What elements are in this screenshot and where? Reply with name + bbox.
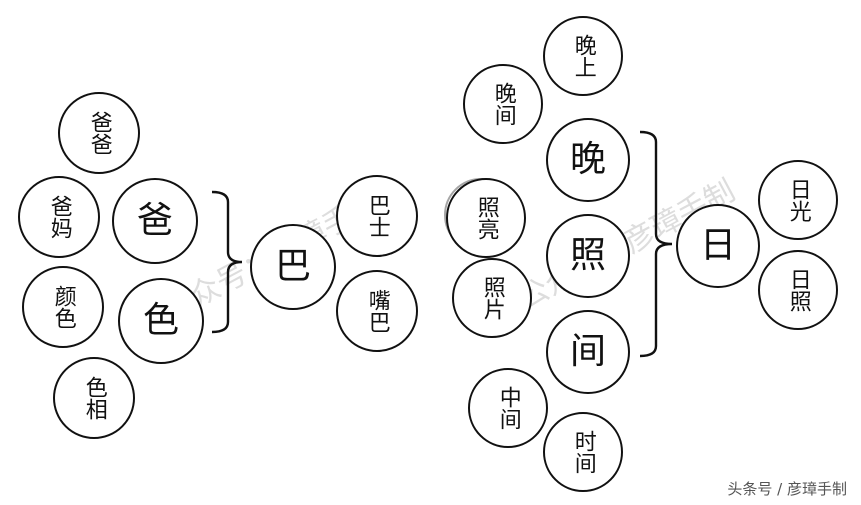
word-circle-wanshang: 晚上	[543, 16, 623, 96]
word-text: 爸爸	[86, 111, 112, 155]
head-char: 间	[569, 331, 606, 372]
head-char: 照	[569, 235, 606, 276]
word-circle-rizhao: 日照	[758, 250, 838, 330]
word-circle-sexiang: 色相	[53, 357, 135, 439]
word-text: 晚间	[490, 82, 516, 126]
word-circle-baba: 爸爸	[58, 92, 140, 174]
word-circle-riguang: 日光	[758, 160, 838, 240]
word-text: 嘴巴	[364, 289, 390, 333]
source-credit: 头条号 / 彦璋手制	[727, 480, 847, 498]
word-text: 时间	[570, 430, 596, 474]
word-circle-zhaopian: 照片	[452, 258, 532, 338]
head-circle-zhao: 照	[546, 214, 630, 298]
word-text: 照片	[479, 276, 505, 320]
head-circle-jian: 间	[546, 310, 630, 394]
head-char: 晚	[569, 139, 606, 180]
center-char: 巴	[274, 246, 311, 287]
head-circle-se: 色	[118, 278, 204, 364]
word-text: 照亮	[473, 196, 499, 240]
head-circle-wan: 晚	[546, 118, 630, 202]
word-text: 日照	[785, 268, 811, 312]
center-char: 日	[699, 225, 736, 266]
word-text: 色相	[81, 376, 107, 420]
right-brace	[639, 130, 673, 358]
word-circle-zuiba: 嘴巴	[336, 270, 418, 352]
left-brace	[211, 190, 243, 334]
head-char: 爸	[136, 200, 173, 241]
word-text: 巴士	[364, 194, 390, 238]
word-circle-zhongjian: 中间	[468, 368, 548, 448]
word-circle-zhaoliang: 照亮	[446, 178, 526, 258]
word-text: 颜色	[50, 285, 76, 329]
word-circle-bashi: 巴士	[336, 175, 418, 257]
word-circle-yanse: 颜色	[22, 266, 104, 348]
word-circle-bama: 爸妈	[18, 176, 100, 258]
word-circle-shijian: 时间	[543, 412, 623, 492]
center-circle-ri: 日	[676, 204, 760, 288]
word-text: 爸妈	[46, 195, 72, 239]
word-circle-wanjian: 晚间	[463, 64, 543, 144]
head-char: 色	[142, 300, 179, 341]
center-circle-ba: 巴	[250, 224, 336, 310]
word-text: 晚上	[570, 34, 596, 78]
word-text: 中间	[495, 386, 521, 430]
head-circle-ba: 爸	[112, 178, 198, 264]
word-text: 日光	[785, 178, 811, 222]
